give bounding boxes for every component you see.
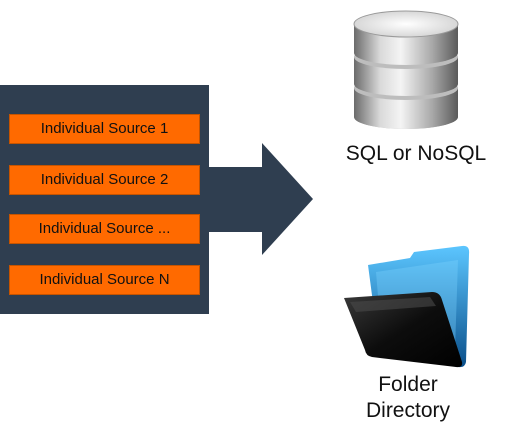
flow-arrow	[200, 143, 313, 255]
folder-label-line2: Directory	[365, 399, 450, 422]
source-box-3: Individual Source ...	[9, 214, 200, 244]
source-box-1: Individual Source 1	[9, 114, 200, 144]
folder-label: Folder Directory	[308, 372, 506, 424]
source-box-2: Individual Source 2	[9, 165, 200, 195]
database-icon	[353, 10, 459, 129]
database-label: SQL or NoSQL	[345, 142, 487, 165]
folder-label-line1: Folder	[378, 373, 438, 396]
source-box-n: Individual Source N	[9, 265, 200, 295]
folder-icon	[344, 245, 470, 368]
